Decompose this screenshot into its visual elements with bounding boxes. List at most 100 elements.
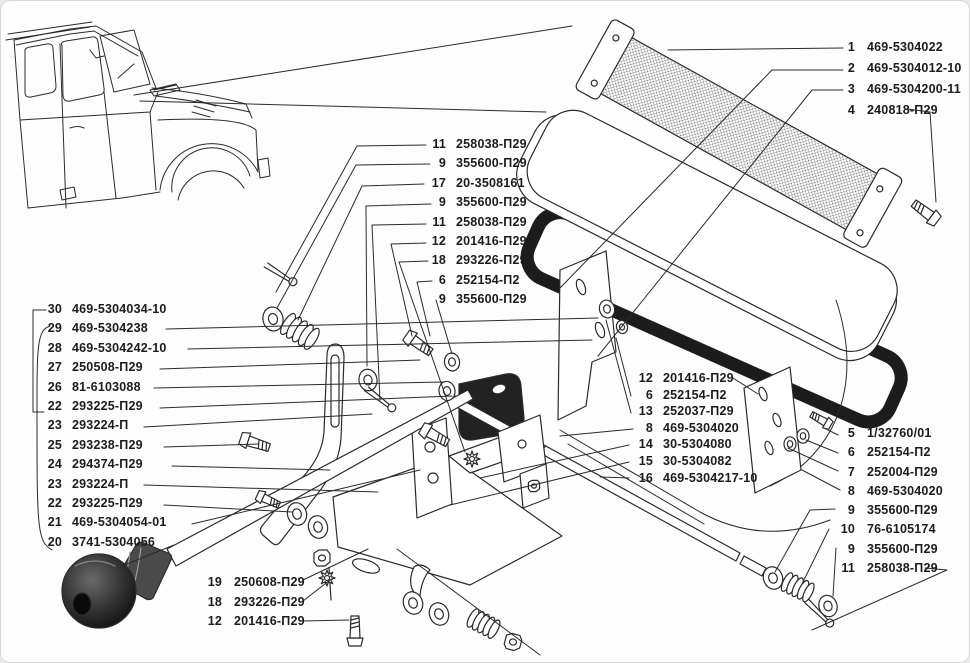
callout-part: 293226-П29	[456, 253, 527, 268]
callout-part: 252037-П29	[663, 404, 734, 419]
callout-row: 23 293224-П	[36, 416, 167, 435]
callout-part: 469-5304020	[867, 483, 943, 498]
callout-part: 81-6103088	[72, 379, 141, 394]
callout-part: 293225-П29	[72, 496, 143, 511]
vehicle-sketch	[6, 22, 270, 208]
callout-part: 76-6105174	[867, 522, 936, 537]
fasteners	[237, 261, 839, 655]
callout-number: 24	[47, 457, 62, 472]
callout-part: 355600-П29	[456, 195, 527, 210]
callout-part: 201416-П29	[234, 614, 305, 629]
callout-part: 469-5304022	[867, 40, 943, 54]
callout-part: 355600-П29	[456, 156, 527, 171]
callout-number: 2	[847, 61, 855, 75]
hinge-bracket-right	[744, 367, 801, 493]
callout-number: 29	[47, 321, 62, 336]
callout-part: 1/32760/01	[867, 426, 932, 440]
callout-number: 6	[645, 387, 653, 402]
callout-part: 3741-5304056	[72, 534, 156, 549]
callout-number: 3	[847, 82, 855, 96]
callout-part: 240818-П29	[867, 103, 938, 117]
callout-part: 250608-П29	[234, 575, 305, 589]
callout-row: 5 1/32760/01	[829, 424, 943, 443]
callout-row: 13 252037-П29	[627, 403, 758, 420]
hatch-lid	[506, 96, 911, 371]
callout-number: 28	[47, 340, 62, 355]
callout-row: 9 355600-П29	[829, 540, 943, 559]
callout-number: 15	[638, 453, 653, 468]
leader-lines	[33, 48, 947, 630]
callout-number: 1	[847, 40, 855, 54]
callout-number: 9	[438, 156, 446, 171]
callout-part: 30-5304080	[663, 437, 732, 452]
callout-number: 9	[847, 503, 855, 518]
callout-number: 9	[847, 541, 855, 556]
hinge-bracket-left	[558, 251, 616, 420]
callout-part: 201416-П29	[456, 234, 527, 249]
callout-number: 12	[638, 371, 653, 385]
callout-part: 355600-П29	[456, 292, 527, 307]
callout-row: 15 30-5304082	[627, 453, 758, 470]
callout-part: 293238-П29	[72, 437, 143, 452]
callout-part: 252004-П29	[867, 464, 938, 479]
callout-part: 293225-П29	[72, 399, 143, 414]
callout-number: 16	[638, 470, 653, 485]
callout-part: 293226-П29	[234, 594, 305, 609]
callout-number: 4	[847, 103, 855, 117]
location-pointer-lines	[134, 26, 572, 112]
callout-part: 30-5304082	[663, 453, 732, 468]
callout-number: 26	[47, 379, 62, 394]
callout-part: 258038-П29	[456, 214, 527, 229]
callout-part: 469-5304200-11	[867, 82, 961, 96]
callout-number: 22	[47, 496, 62, 511]
callout-row: 9 355600-П29	[420, 154, 527, 173]
callout-number: 11	[432, 137, 446, 151]
callout-part: 293224-П	[72, 476, 129, 491]
callout-part: 293224-П	[72, 418, 129, 433]
callout-number: 25	[47, 437, 62, 452]
callout-part: 252154-П2	[867, 445, 931, 460]
callout-number: 5	[847, 426, 855, 440]
callout-number: 22	[47, 399, 62, 414]
callout-part: 355600-П29	[867, 541, 938, 556]
callout-number: 10	[840, 522, 855, 537]
callout-row: 10 76-6105174	[829, 520, 943, 539]
callout-part: 469-5304054-01	[72, 515, 167, 530]
callout-number: 23	[47, 476, 62, 491]
callout-part: 469-5304034-10	[72, 302, 167, 316]
callout-row: 3 469-5304200-11	[829, 79, 962, 100]
callout-number: 9	[438, 195, 446, 210]
callout-number: 17	[431, 175, 446, 190]
mesh-screw	[908, 196, 943, 229]
callout-number: 11	[432, 214, 446, 229]
callout-number: 23	[47, 418, 62, 433]
callout-number: 18	[207, 594, 222, 609]
callout-row: 25 293238-П29	[36, 436, 167, 455]
callout-part: 469-5304012-10	[867, 61, 962, 75]
handle-rod	[167, 390, 473, 566]
callout-row: 26 81-6103088	[36, 378, 167, 397]
callout-number: 13	[638, 404, 653, 419]
callout-number: 7	[847, 464, 855, 479]
